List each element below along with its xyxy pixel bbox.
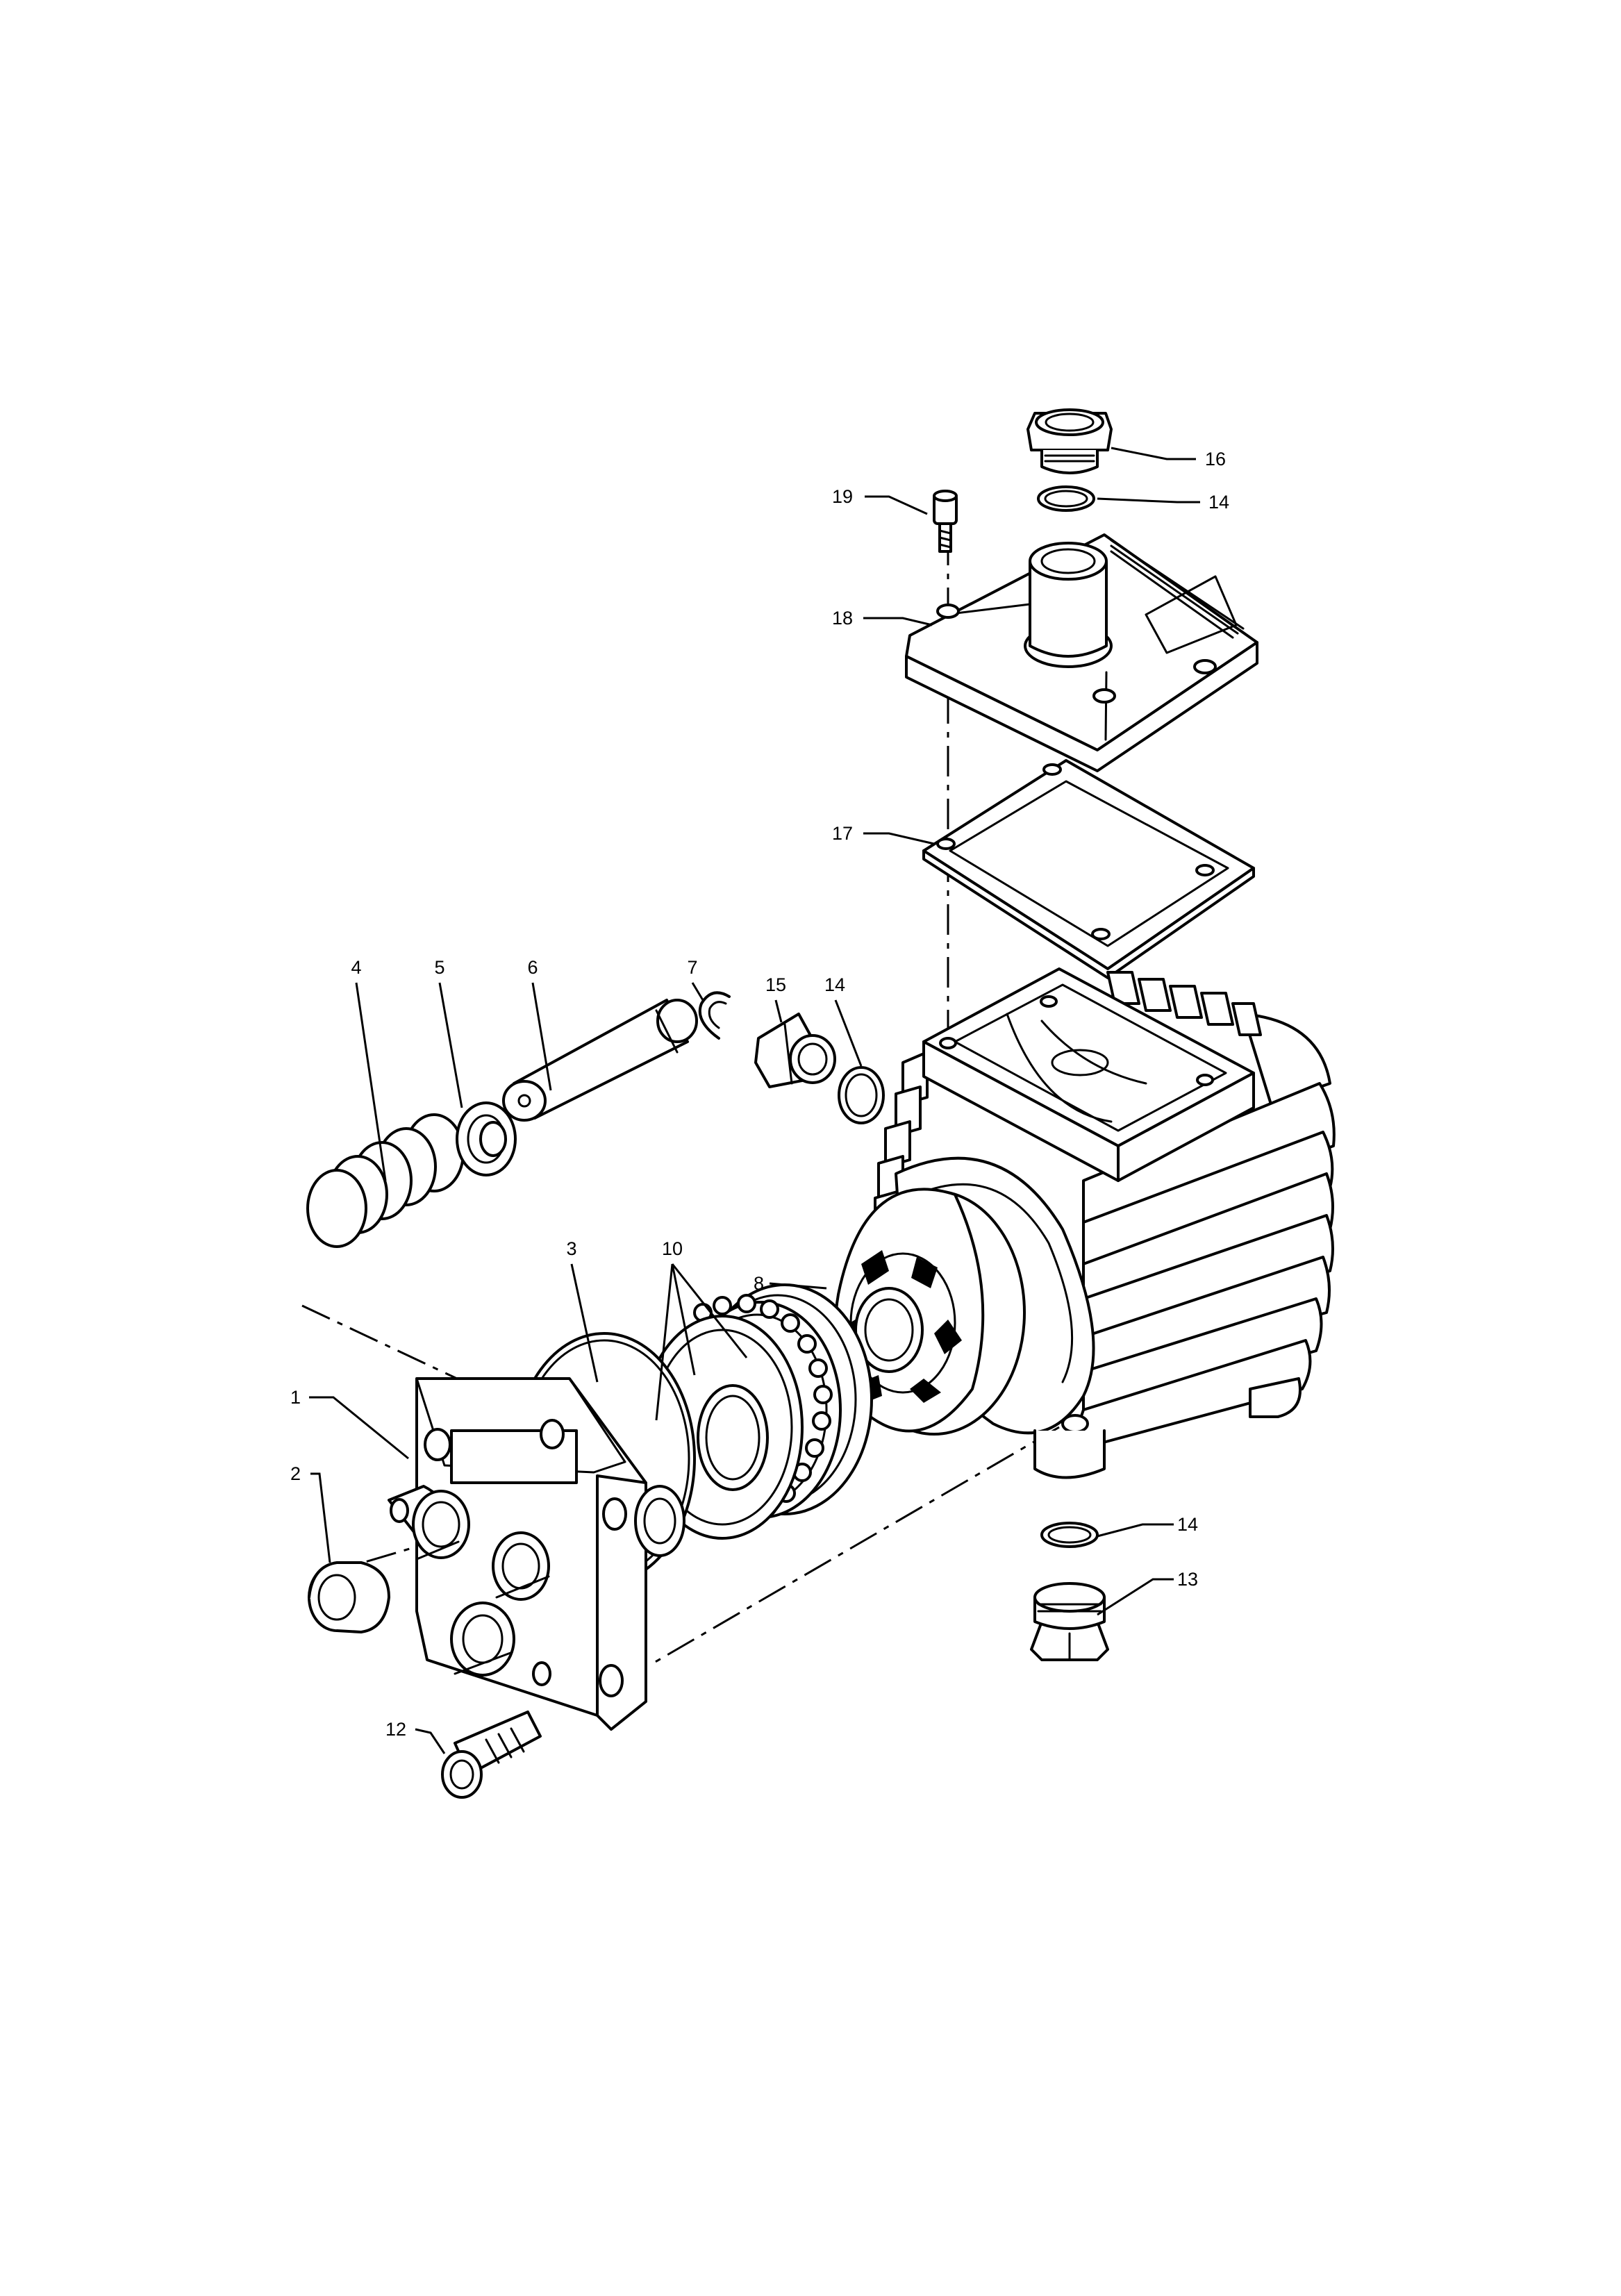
part-19-screw	[933, 490, 958, 553]
part-10-bearings	[641, 1283, 873, 1540]
part-16-plug	[1026, 408, 1113, 474]
callout-19: 19	[832, 486, 853, 507]
part-18-cover	[905, 533, 1258, 772]
callout-14c: 14	[1208, 492, 1229, 513]
callout-17: 17	[832, 823, 853, 844]
callout-8: 8	[754, 1273, 764, 1294]
callout-2: 2	[290, 1463, 301, 1484]
callout-14a: 14	[824, 974, 845, 995]
part-4-spring	[306, 1113, 465, 1248]
part-12-screw	[441, 1711, 542, 1799]
part-13-drain-plug	[1030, 1582, 1109, 1661]
part-8-stator	[834, 1188, 1026, 1436]
part-17-gasket	[922, 759, 1255, 979]
callout-7: 7	[687, 957, 697, 978]
part-2-seal	[308, 1561, 390, 1633]
callout-14b: 14	[1177, 1514, 1198, 1535]
part-15-plug	[754, 1013, 836, 1088]
callout-6: 6	[527, 957, 538, 978]
callout-16: 16	[1205, 449, 1226, 469]
part-6-shaft	[502, 999, 698, 1122]
callout-18: 18	[832, 608, 853, 629]
callout-labels: 1 2 3 4 5 6 7 8 10 12 13 14 14 14 15 16 …	[290, 449, 1229, 1740]
callout-15: 15	[765, 974, 786, 995]
leader-lines	[309, 447, 1200, 1754]
part-5-spring-seat	[456, 1101, 517, 1176]
part-7-circlip	[698, 991, 731, 1040]
part-1-pump-head	[388, 1377, 685, 1731]
callout-10: 10	[662, 1238, 683, 1259]
part-14-oring-bottom	[1040, 1522, 1099, 1548]
callout-1: 1	[290, 1387, 301, 1408]
callout-3: 3	[566, 1238, 576, 1259]
part-14-oring-mid	[838, 1066, 885, 1124]
callout-13: 13	[1177, 1569, 1198, 1590]
callout-4: 4	[351, 957, 361, 978]
callout-12: 12	[385, 1719, 406, 1740]
part-14-oring-top	[1037, 485, 1095, 512]
callout-5: 5	[434, 957, 444, 978]
